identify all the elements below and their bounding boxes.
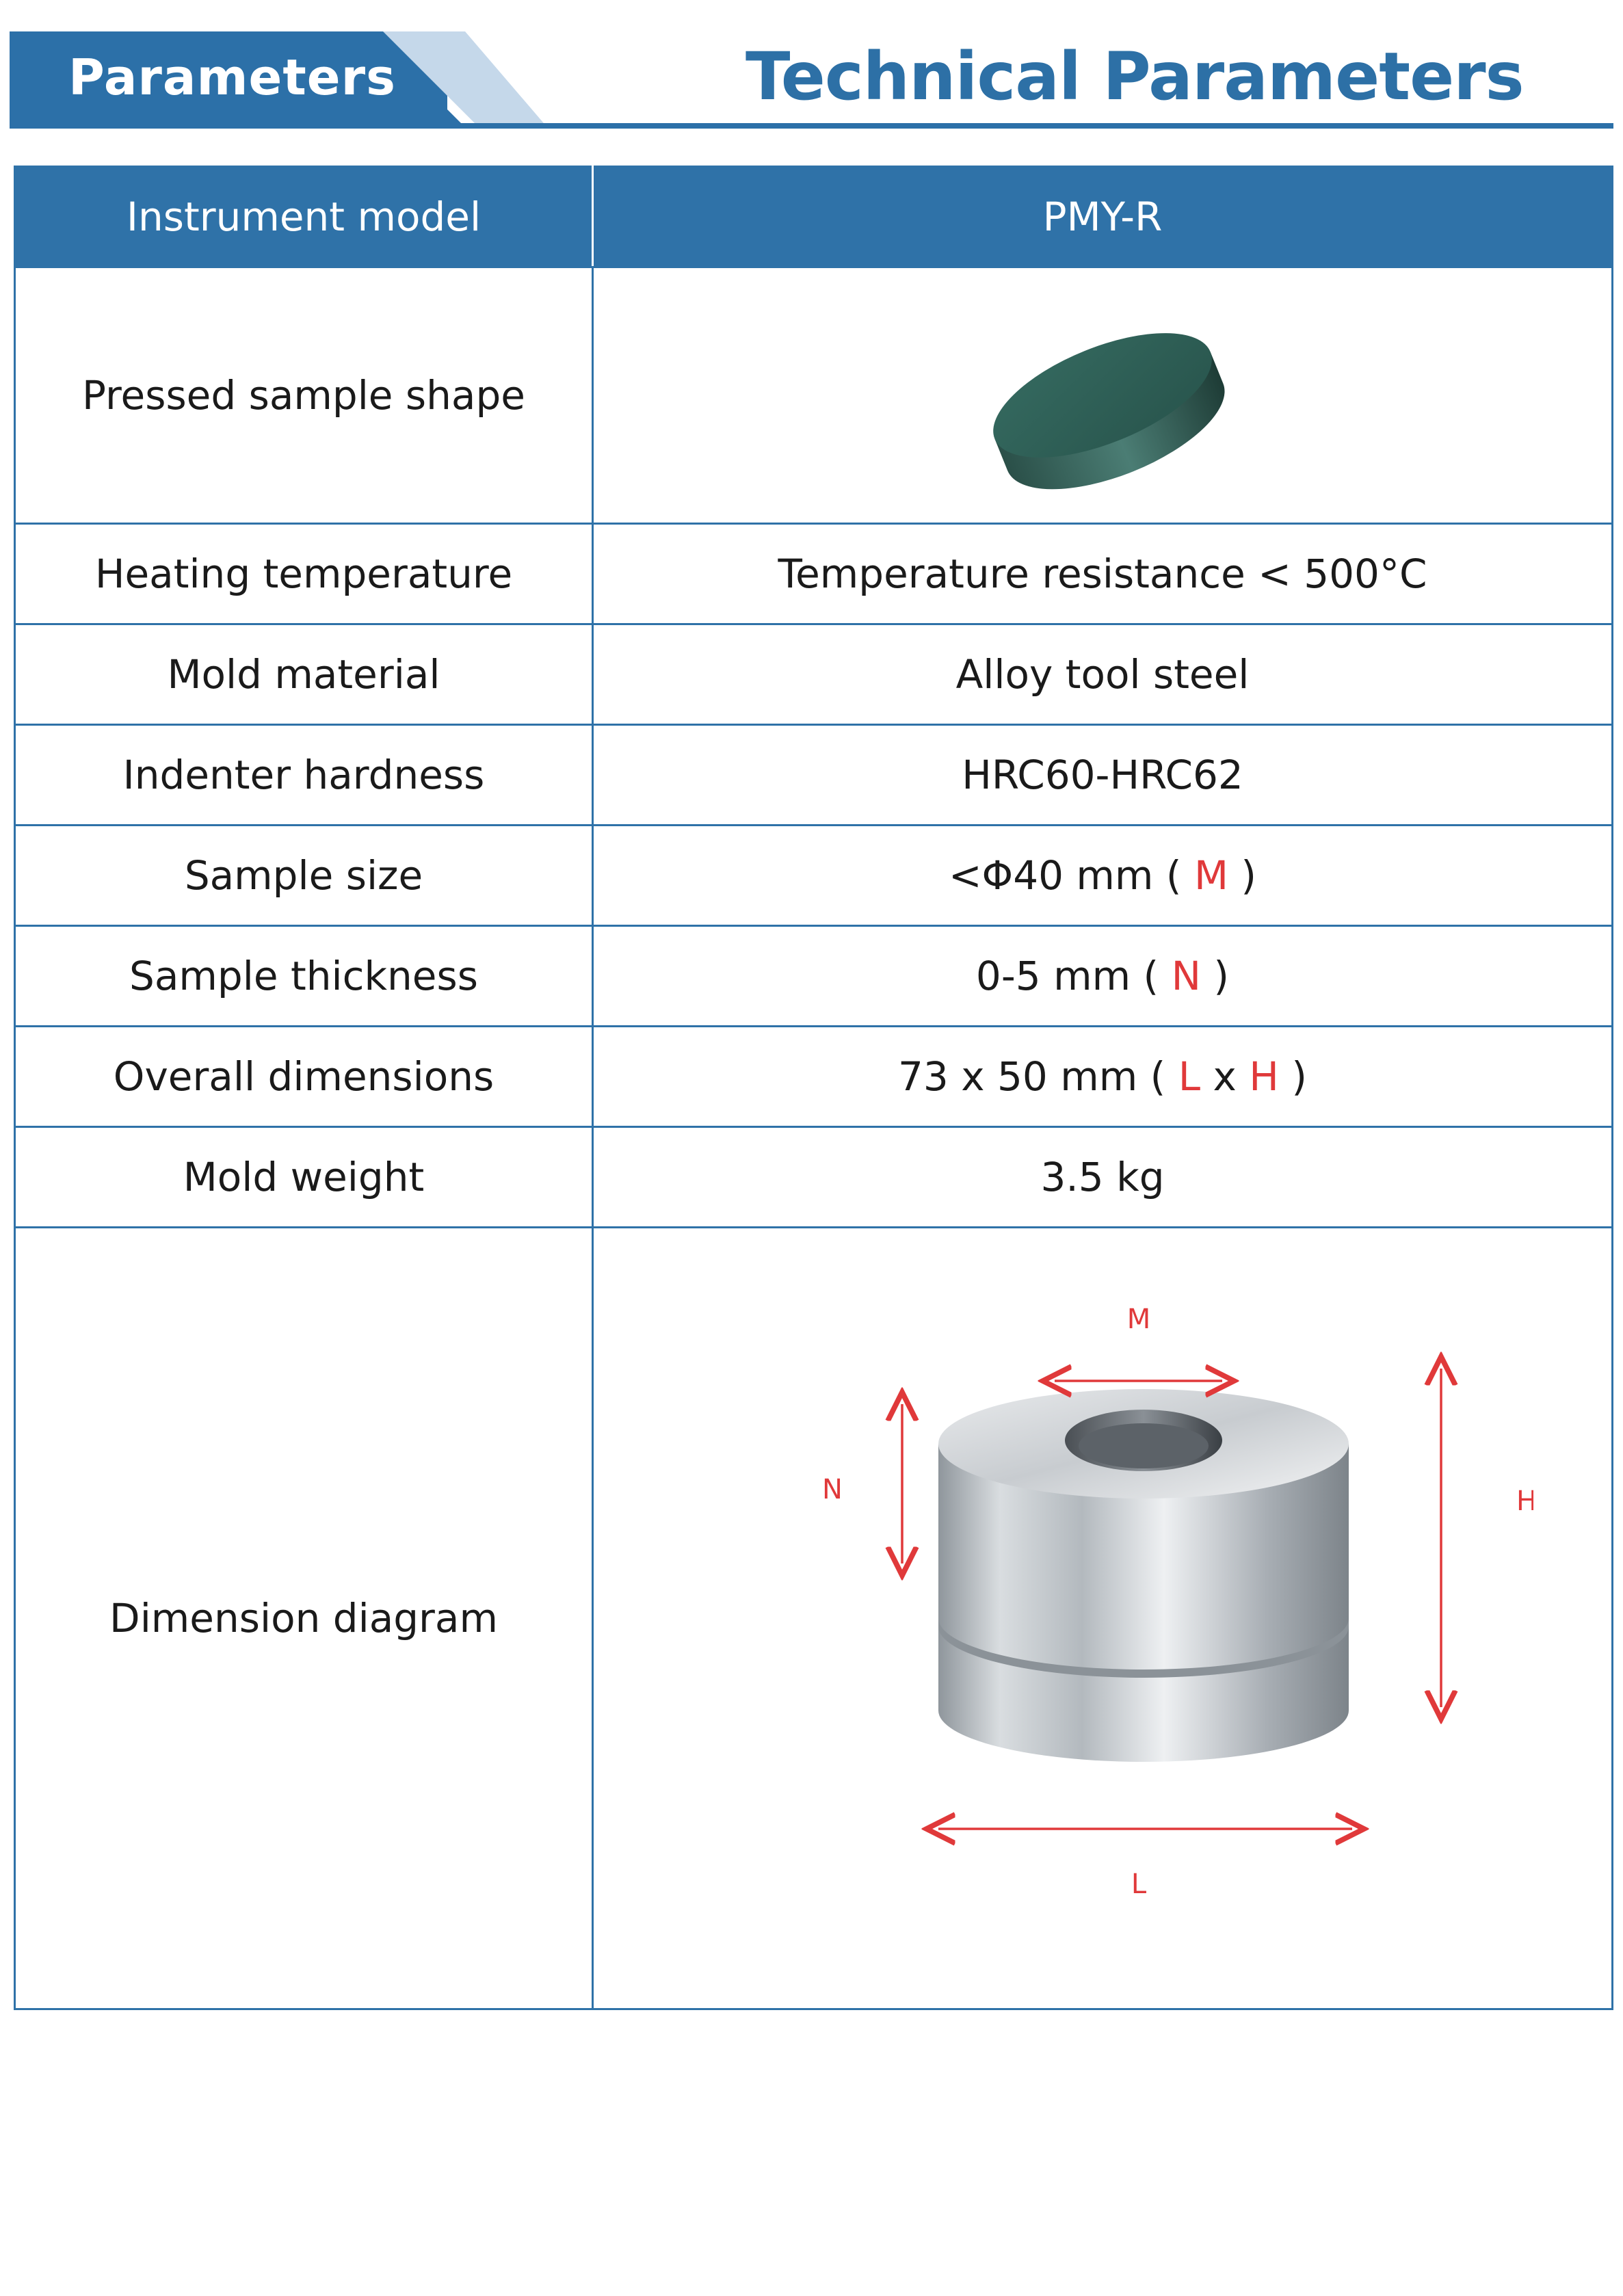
thickness-close: ) [1213,953,1230,999]
pressed-disk-image [993,333,1225,490]
section-tab-label: Parameters [68,49,396,106]
mold-material-value: Alloy tool steel [592,623,1613,726]
overall-value: 73 x 50 mm ( L x H ) [592,1025,1613,1128]
table-header-row: Instrument model PMY-R [14,166,1613,268]
sample-size-code: M [1193,852,1228,899]
mold-image [938,1389,1349,1762]
header-divider [10,123,1613,129]
table-row: Sample size <Φ40 mm ( M ) [14,824,1613,927]
hardness-value: HRC60-HRC62 [592,724,1613,826]
overall-text: 73 x 50 mm ( [898,1053,1166,1100]
heating-value: Temperature resistance < 500°C [592,523,1613,625]
spec-table: Instrument model PMY-R Pressed sample sh… [14,166,1613,2010]
diagram-label: Dimension diagram [14,1226,594,2010]
sample-size-close: ) [1241,852,1257,899]
thickness-value: 0-5 mm ( N ) [592,925,1613,1027]
table-row: Pressed sample shape [14,266,1613,525]
mold-material-label: Mold material [14,623,594,726]
label-m: M [1127,1304,1151,1335]
thickness-text: 0-5 mm ( [975,953,1159,999]
weight-value: 3.5 kg [592,1126,1613,1228]
page-title: Technical Parameters [745,38,1525,115]
sample-size-label: Sample size [14,824,594,927]
weight-label: Mold weight [14,1126,594,1228]
overall-close: ) [1291,1053,1307,1100]
heating-label: Heating temperature [14,523,594,625]
label-l: L [1131,1869,1147,1900]
overall-label: Overall dimensions [14,1025,594,1128]
thickness-label: Sample thickness [14,925,594,1027]
hardness-label: Indenter hardness [14,724,594,826]
overall-code-l: L [1178,1053,1201,1100]
table-row: Heating temperature Temperature resistan… [14,523,1613,625]
table-row: Sample thickness 0-5 mm ( N ) [14,925,1613,1027]
sample-size-value: <Φ40 mm ( M ) [592,824,1613,927]
table-row: Overall dimensions 73 x 50 mm ( L x H ) [14,1025,1613,1128]
table-row: Indenter hardness HRC60-HRC62 [14,724,1613,826]
table-row: Mold weight 3.5 kg [14,1126,1613,1228]
overall-code-h: H [1249,1053,1279,1100]
thickness-code: N [1171,953,1201,999]
dimension-diagram: M N H L [822,1304,1533,1900]
label-h: H [1516,1486,1533,1517]
instrument-model-value: PMY-R [592,166,1613,268]
overall-x: x [1213,1053,1237,1100]
instrument-model-label: Instrument model [14,166,594,268]
table-row: Mold material Alloy tool steel [14,623,1613,726]
diagram-cell: M N H L [592,1226,1613,2010]
pressed-shape-cell [592,266,1613,525]
pressed-shape-label: Pressed sample shape [14,266,594,525]
label-n: N [822,1474,843,1505]
table-row: Dimension diagram [14,1226,1613,2010]
sample-size-text: <Φ40 mm ( [948,852,1182,899]
section-tab-stripe [342,31,547,127]
